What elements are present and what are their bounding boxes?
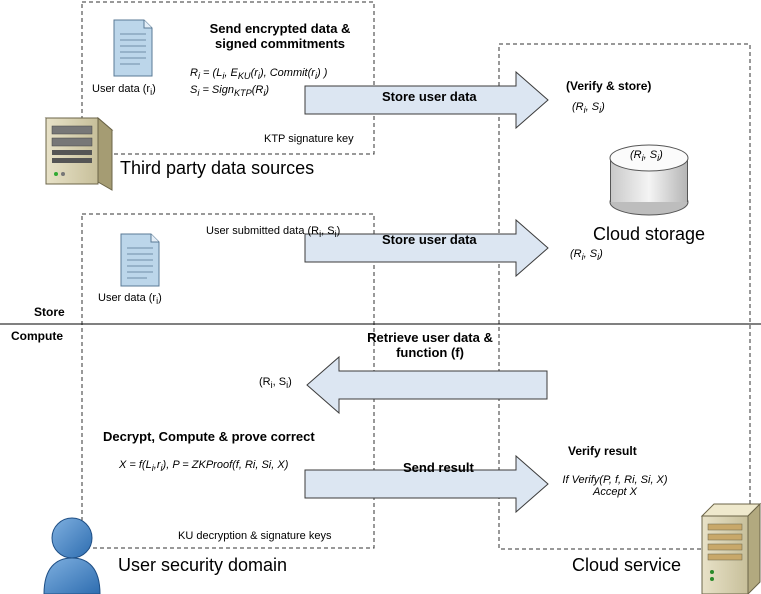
formula-x: X = f(Li,ri), P = ZKProof(f, Ri, Si, X) <box>119 459 289 474</box>
user-submitted-label: User submitted data (Ri, Si) <box>206 225 341 240</box>
user-data-label: User data (ri) <box>92 83 156 98</box>
ktp-key-label: KTP signature key <box>264 133 354 145</box>
third-party-domain-label: Third party data sources <box>120 158 315 178</box>
arrow-retrieve-label: Retrieve user data & function (f) <box>367 330 493 360</box>
formula-s: Si = SignKTP(Ri) <box>190 84 270 99</box>
arrow-store-1-label: Store user data <box>382 89 477 104</box>
user-data-label-2: User data (ri) <box>98 292 162 307</box>
user-domain-label: User security domain <box>118 555 288 575</box>
arrow-retrieve <box>306 355 548 415</box>
arrow-store-2-label: Store user data <box>382 232 477 247</box>
document-icon <box>120 233 160 287</box>
verify-result-title: Verify result <box>568 444 637 458</box>
cloud-storage-label: Cloud storage <box>593 224 706 244</box>
cylinder-label: (Ri, Si) <box>630 149 663 164</box>
formula-r: Ri = (Li, EKU(ri), Commit(ri) ) <box>190 67 328 82</box>
pair-label: (Ri, Si) <box>572 101 605 116</box>
decrypt-title: Decrypt, Compute & prove correct <box>103 429 315 444</box>
server-icon <box>44 116 114 191</box>
cloud-server-icon <box>700 502 761 594</box>
ku-keys-label: KU decryption & signature keys <box>178 530 332 542</box>
verify-store-label: (Verify & store) <box>566 79 652 93</box>
user-icon <box>43 517 101 594</box>
retrieved-pair-label: (Ri, Si) <box>259 376 292 391</box>
third-party-box <box>81 1 375 155</box>
compute-label: Compute <box>11 329 63 343</box>
arrow-store-1 <box>304 70 549 130</box>
pair-label-2: (Ri, Si) <box>570 248 603 263</box>
store-label: Store <box>34 305 65 319</box>
arrow-send-result <box>304 454 549 514</box>
storage-cylinder-icon <box>609 144 689 216</box>
document-icon <box>113 19 153 77</box>
third-party-title: Send encrypted data & signed commitments <box>209 21 351 51</box>
arrow-store-2 <box>304 218 549 278</box>
verify-result-text: If Verify(P, f, Ri, Si, X) Accept X <box>562 474 668 498</box>
arrow-send-result-label: Send result <box>403 460 474 475</box>
cloud-service-label: Cloud service <box>572 555 682 575</box>
